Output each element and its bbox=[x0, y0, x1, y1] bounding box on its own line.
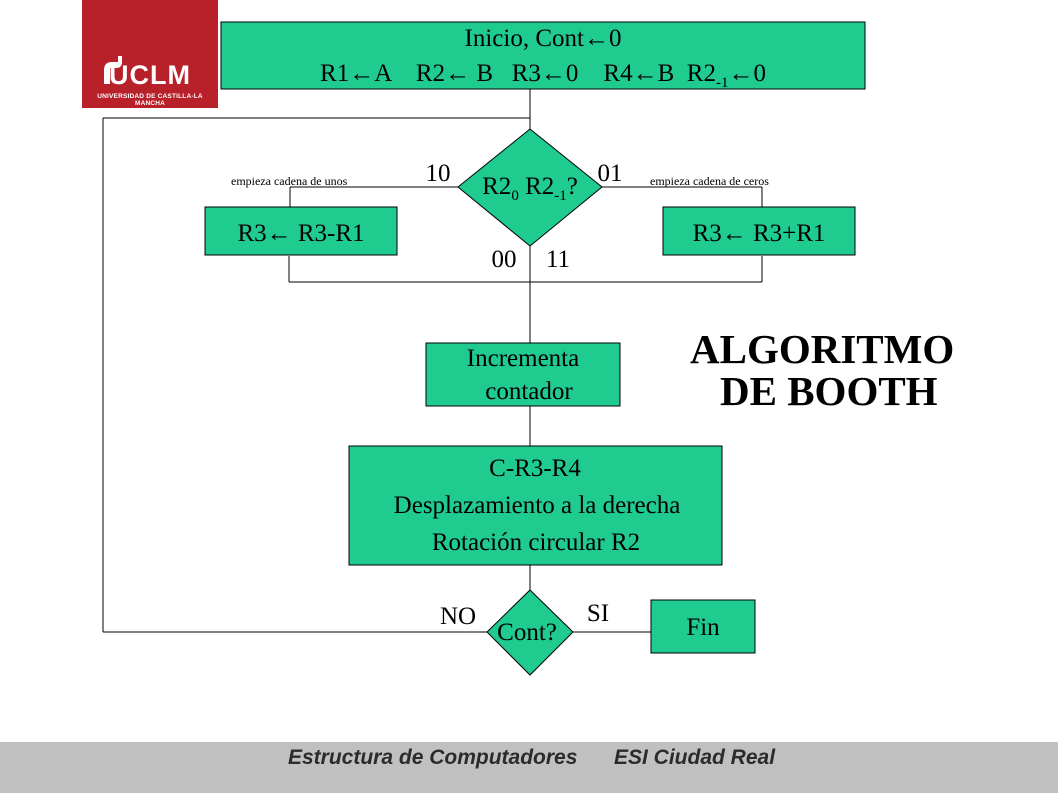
test-diamond bbox=[457, 128, 603, 247]
fin-label: Fin bbox=[686, 614, 720, 641]
branch-10-label: 10 bbox=[426, 160, 451, 187]
branch-00-label: 00 bbox=[492, 246, 517, 273]
logo-emblem-icon bbox=[104, 56, 122, 84]
branch-11-label: 11 bbox=[546, 246, 570, 273]
subtract-box bbox=[204, 206, 398, 256]
increment-line-2: contador bbox=[485, 378, 573, 405]
init-line-1: Inicio, Cont←0 bbox=[465, 25, 622, 52]
add-label: R3← R3+R1 bbox=[693, 220, 826, 247]
start-ones-label: empieza cadena de unos bbox=[231, 174, 348, 188]
booth-flowchart: Inicio, Cont←0 R1←A R2← B R3←0 R4←B R2-1… bbox=[102, 21, 866, 676]
cont-label: Cont? bbox=[497, 619, 557, 646]
process-shapes bbox=[204, 21, 866, 676]
test-condition: R20 R2-1? bbox=[482, 173, 578, 204]
add-box bbox=[662, 206, 856, 256]
init-line-2-main: R1←A R2← B R3←0 R4←B R2 bbox=[320, 60, 716, 87]
cont-diamond bbox=[486, 589, 574, 676]
footer-school: ESI Ciudad Real bbox=[614, 746, 776, 769]
uclm-logo: UCLM UNIVERSIDAD DE CASTILLA-LA MANCHA bbox=[82, 0, 218, 108]
logo-word: UCLM bbox=[109, 60, 191, 90]
fin-box bbox=[650, 599, 756, 654]
start-zeros-label: empieza cadena de ceros bbox=[650, 174, 769, 188]
increment-line-1: Incrementa bbox=[467, 345, 579, 372]
init-line-2-tail: ←0 bbox=[728, 60, 766, 87]
test-r2-minus: R2 bbox=[519, 173, 554, 200]
init-line-2: R1←A R2← B R3←0 R4←B R2-1←0 bbox=[320, 60, 766, 91]
logo-subtitle: UNIVERSIDAD DE CASTILLA-LA MANCHA bbox=[97, 93, 203, 107]
title-line-1: ALGORITMO bbox=[690, 326, 955, 372]
footer-bar: Estructura de Computadores ESI Ciudad Re… bbox=[0, 742, 1058, 793]
test-r2-subscript: 0 bbox=[511, 188, 519, 204]
shift-line-1: C-R3-R4 bbox=[489, 455, 581, 482]
si-label: SI bbox=[587, 600, 609, 627]
init-box bbox=[220, 21, 866, 90]
shift-box bbox=[348, 445, 723, 566]
no-label: NO bbox=[440, 603, 476, 630]
shift-line-2: Desplazamiento a la derecha bbox=[394, 492, 681, 519]
footer-course: Estructura de Computadores bbox=[288, 746, 578, 769]
title-line-2: DE BOOTH bbox=[720, 368, 938, 414]
increment-box bbox=[425, 342, 621, 407]
subtract-label: R3← R3-R1 bbox=[237, 220, 364, 247]
shift-line-3: Rotación circular R2 bbox=[432, 529, 640, 556]
init-line-2-subscript: -1 bbox=[716, 75, 729, 91]
slide-title: ALGORITMO DE BOOTH bbox=[690, 328, 980, 412]
branch-01-label: 01 bbox=[598, 160, 623, 187]
test-r2: R2 bbox=[482, 173, 511, 200]
test-r2-minus-subscript: -1 bbox=[554, 188, 567, 204]
test-question: ? bbox=[567, 173, 578, 200]
connector-lines bbox=[102, 89, 763, 633]
